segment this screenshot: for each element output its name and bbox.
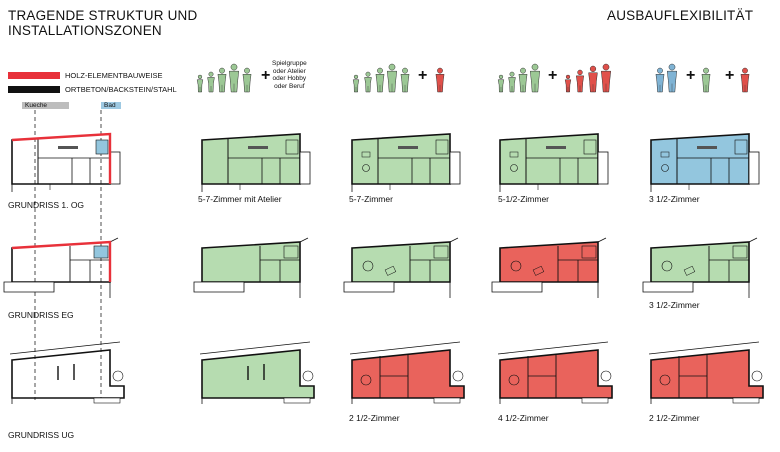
use-option-1: Spielgruppe [272, 60, 307, 67]
legend-item-concrete: ORTBETON/BACKSTEIN/STAHL [8, 85, 177, 94]
variant-floor-plan [201, 133, 311, 192]
structure-plan-eg [3, 237, 119, 298]
person-icon [518, 67, 528, 93]
flexibility-title: AUSBAUFLEXIBILITÄT [607, 8, 754, 23]
variant-floor-plan [642, 237, 758, 298]
legend-label-concrete: ORTBETON/BACKSTEIN/STAHL [65, 85, 177, 94]
person-icon [508, 71, 516, 93]
person-icon [655, 67, 665, 93]
variant-floor-plan [199, 341, 315, 404]
person-icon [740, 67, 750, 93]
legend: HOLZ-ELEMENTBAUWEISE ORTBETON/BACKSTEIN/… [8, 71, 177, 94]
plan-caption: 5-7-Zimmer mit Atelier [198, 194, 282, 204]
use-option-4: oder Beruf [274, 82, 305, 90]
structure-title-line2: INSTALLATIONSZONEN [8, 23, 162, 38]
variant-floor-plan [491, 237, 607, 298]
variant-floor-plan [497, 341, 613, 404]
plus-sign: + [686, 67, 696, 84]
row-label-ug: GRUNDRISS UG [8, 430, 75, 440]
plus-sign: + [548, 67, 558, 84]
plan-caption: 3 1/2-Zimmer [649, 194, 700, 204]
person-icon [701, 67, 711, 93]
plan-caption: 5-1/2-Zimmer [498, 194, 550, 204]
plan-caption: 2 1/2-Zimmer [649, 413, 700, 423]
legend-label-wood: HOLZ-ELEMENTBAUWEISE [65, 71, 163, 80]
person-icon [497, 74, 505, 93]
structure-title-line1: TRAGENDE STRUKTUR UND [8, 8, 198, 23]
row-label-1og: GRUNDRISS 1. OG [8, 200, 85, 210]
variant-floor-plan [343, 237, 459, 298]
person-icon [588, 65, 598, 93]
use-options-text: Spielgruppe oder Atelier oder Hobby oder… [272, 60, 307, 90]
plan-caption: 3 1/2-Zimmer [649, 300, 700, 310]
plan-caption: 4 1/2-Zimmer [498, 413, 549, 423]
row-label-eg: GRUNDRISS EG [8, 310, 74, 320]
person-icon [242, 67, 252, 93]
zone-bath: Bad [101, 102, 121, 109]
person-icon [364, 71, 372, 93]
person-icon [575, 69, 585, 93]
variant-floor-plan [193, 237, 309, 298]
structure-title: TRAGENDE STRUKTUR UND INSTALLATIONSZONEN [8, 8, 197, 38]
structure-plan-ug [9, 341, 125, 404]
variant-floor-plan [349, 341, 465, 404]
plus-sign: + [725, 67, 735, 84]
use-option-2: oder Atelier [272, 67, 306, 75]
person-icon [600, 63, 612, 93]
variant-floor-plan [650, 133, 760, 192]
person-icon [228, 63, 240, 93]
zone-kitchen: Kueche [22, 102, 69, 109]
plan-caption: 5-7-Zimmer [349, 194, 393, 204]
person-icon [217, 67, 227, 93]
legend-swatch-concrete [8, 86, 60, 93]
person-icon [529, 63, 541, 93]
plus-sign: + [418, 67, 428, 84]
person-icon [666, 63, 678, 93]
variant-floor-plan [499, 133, 609, 192]
person-icon [375, 67, 385, 93]
person-icon [386, 63, 398, 93]
person-icon [564, 74, 572, 93]
person-icon [400, 67, 410, 93]
person-icon [352, 74, 360, 93]
use-option-3: oder Hobby [272, 75, 307, 82]
plan-caption: 2 1/2-Zimmer [349, 413, 400, 423]
plus-sign: + [261, 67, 271, 84]
variant-floor-plan [648, 341, 764, 404]
person-icon [207, 71, 215, 93]
person-icon [435, 67, 445, 93]
structure-plan-1og [11, 132, 121, 192]
person-icon [196, 74, 204, 93]
legend-item-wood: HOLZ-ELEMENTBAUWEISE [8, 71, 177, 80]
legend-swatch-wood [8, 72, 60, 79]
variant-floor-plan [351, 133, 461, 192]
